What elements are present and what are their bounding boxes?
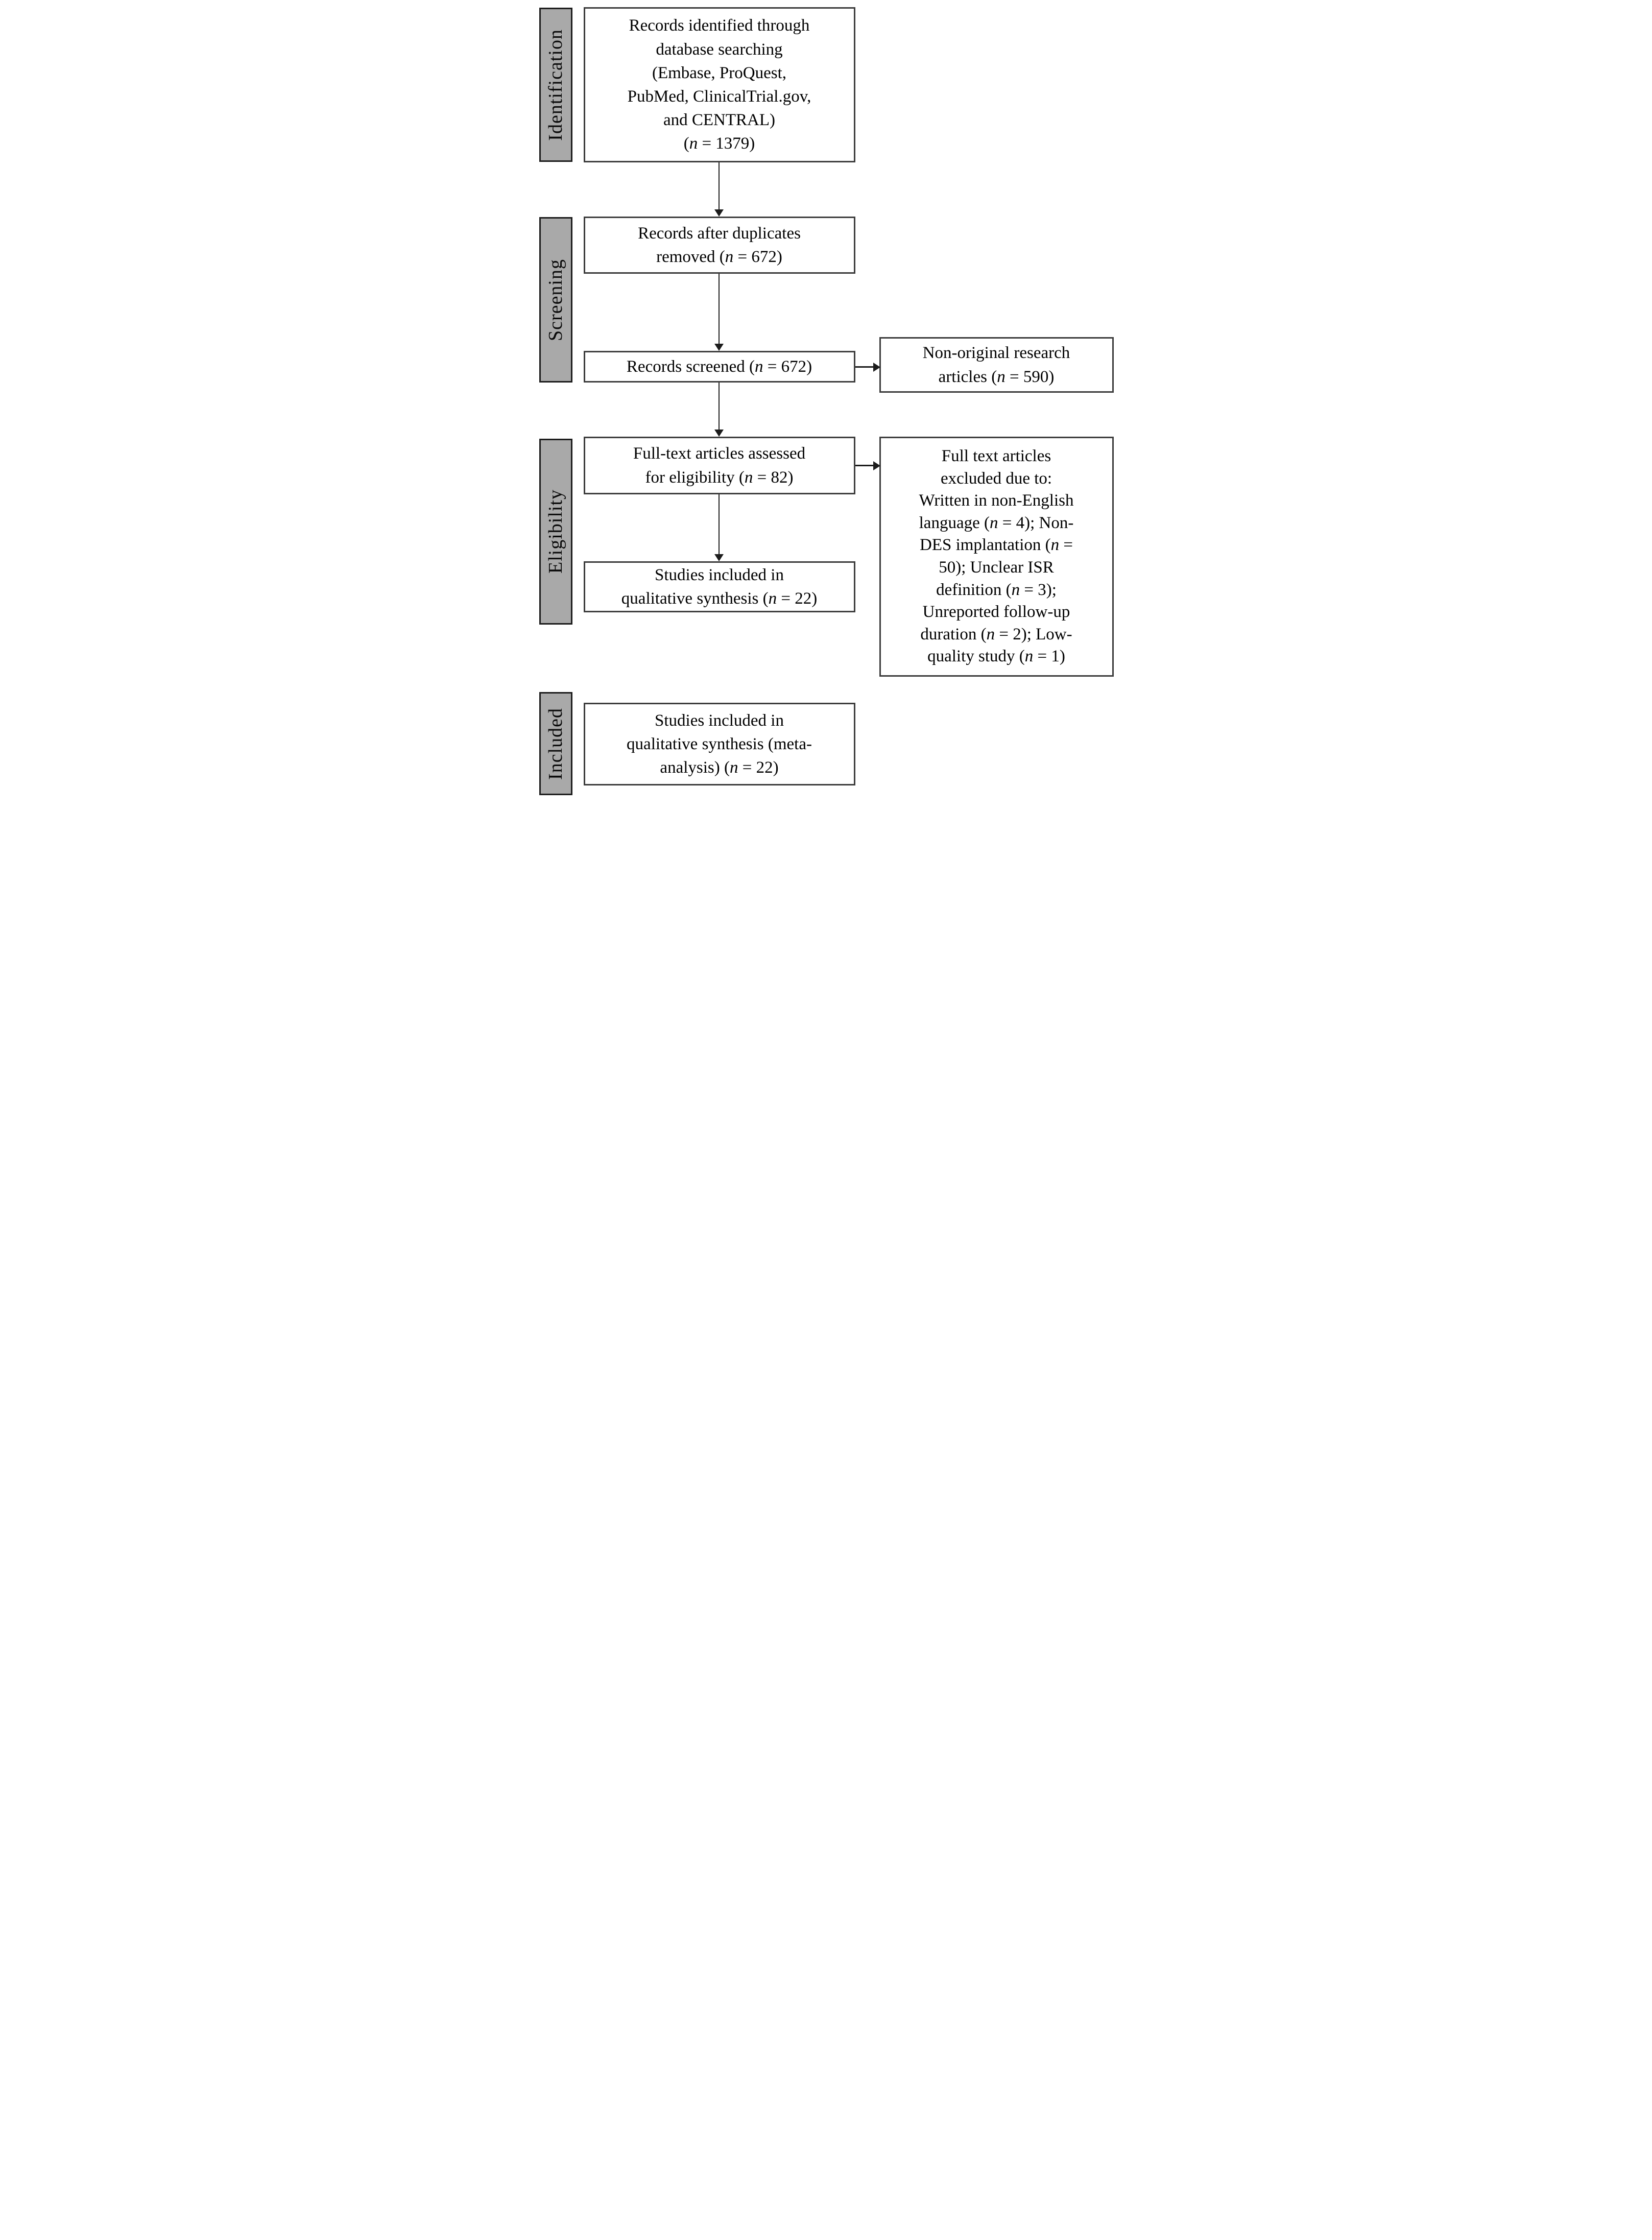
box-fulltext-excluded-text: Full text articles excluded due to: Writ… [919,447,1074,666]
prisma-flow-diagram: Identification Screening Eligibility Inc… [532,0,1120,797]
box-meta-analysis: Studies included in qualitative synthesi… [583,703,855,785]
box-records-identified-text: Records identified through database sear… [627,16,811,153]
arrow-right-icon [873,362,880,372]
box-duplicates-removed-text: Records after duplicates removed (n = 67… [638,224,801,266]
box-records-identified: Records identified through database sear… [583,7,855,162]
stage-label-screening: Screening [545,258,566,341]
stage-label-eligibility: Eligibility [545,489,566,574]
box-non-original-excluded: Non-original research articles (n = 590) [879,337,1114,393]
box-records-screened-text: Records screened (n = 672) [626,357,812,376]
stage-label-identification: Identification [545,29,566,141]
box-non-original-excluded-text: Non-original research articles (n = 590) [922,344,1070,386]
arrow-right-icon [873,461,880,470]
arrow-fulltext-to-qualitative [714,494,724,561]
box-duplicates-removed: Records after duplicates removed (n = 67… [583,217,855,274]
stage-bar-screening: Screening [539,217,572,383]
box-qualitative-synthesis-text: Studies included in qualitative synthesi… [621,565,818,608]
box-meta-analysis-text: Studies included in qualitative synthesi… [627,711,812,777]
arrow-down-icon [714,209,724,217]
box-fulltext-excluded: Full text articles excluded due to: Writ… [879,437,1114,677]
stage-bar-identification: Identification [539,8,572,162]
arrow-screened-to-non-original [855,362,880,372]
arrow-down-icon [714,554,724,561]
arrow-identified-to-duplicates [714,162,724,217]
arrow-down-icon [714,344,724,351]
box-qualitative-synthesis: Studies included in qualitative synthesi… [583,561,855,612]
stage-label-included: Included [545,707,566,780]
arrow-duplicates-to-screened [714,274,724,351]
box-fulltext-assessed: Full-text articles assessed for eligibil… [583,437,855,494]
box-fulltext-assessed-text: Full-text articles assessed for eligibil… [633,444,806,487]
arrow-fulltext-to-excluded [855,461,880,470]
stage-bar-eligibility: Eligibility [539,439,572,625]
box-records-screened: Records screened (n = 672) [583,351,855,383]
arrow-down-icon [714,430,724,437]
arrow-screened-to-fulltext [714,383,724,437]
stage-bar-included: Included [539,692,572,795]
